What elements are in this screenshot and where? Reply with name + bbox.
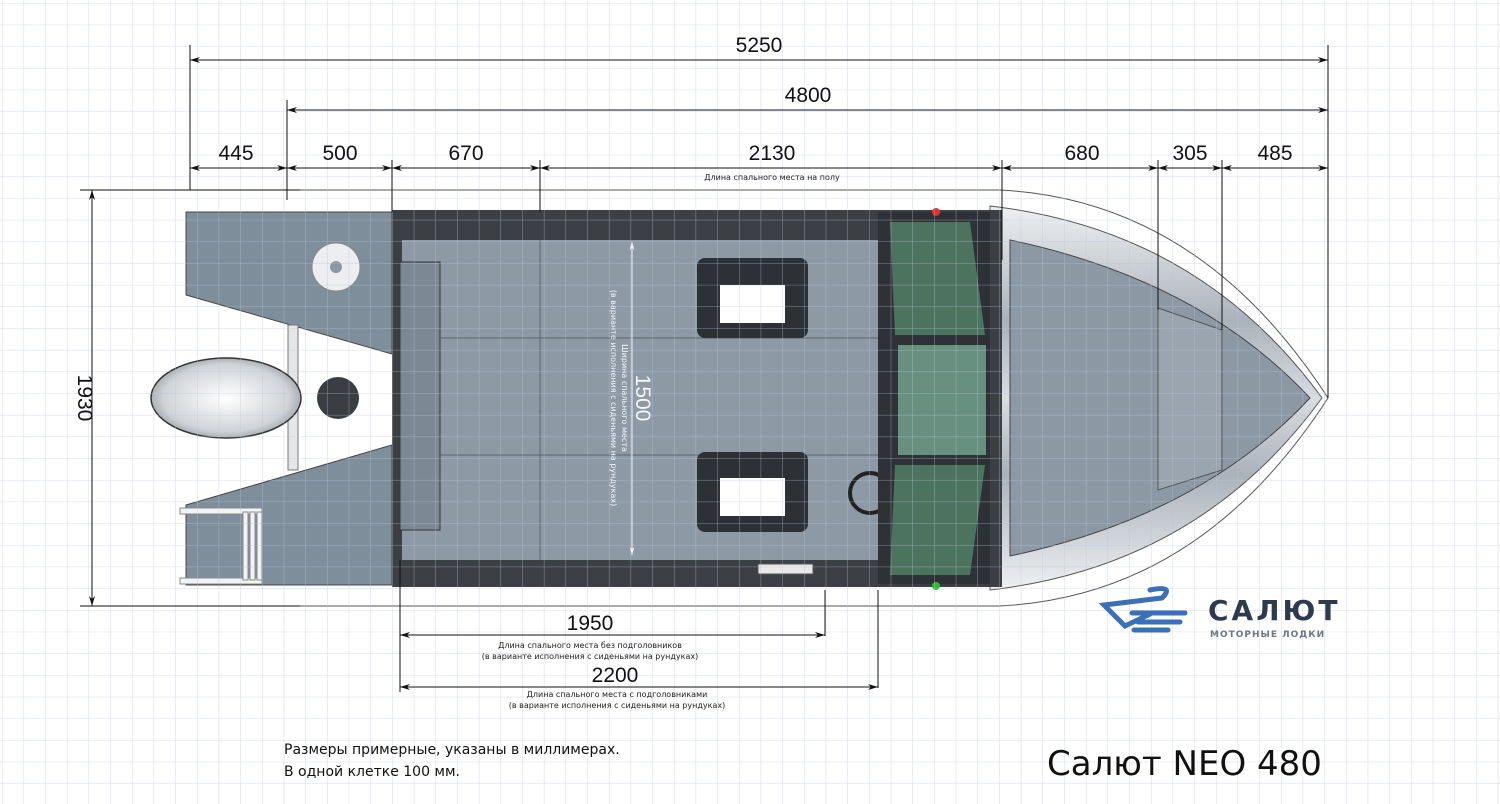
dim-segment: 670 xyxy=(448,142,483,165)
dim-beam: 1930 xyxy=(73,375,96,422)
caption: Длина спального места с подголовниками xyxy=(527,690,708,699)
dim-berth-width: 1500 xyxy=(631,375,654,422)
model-title: Салют NEO 480 xyxy=(1047,744,1322,784)
logo-name: САЛЮТ xyxy=(1208,594,1341,627)
note-line-2: В одной клетке 100 мм. xyxy=(284,764,461,780)
dimension-arrows xyxy=(89,57,1328,690)
dim-berth-with-headrests: 2200 xyxy=(592,664,639,687)
dim-segment: 485 xyxy=(1257,142,1292,165)
caption: (в варианте исполнения с сиденьями на ру… xyxy=(509,701,725,710)
berth-width-caption: (в варианте исполнения с сиденьями на ру… xyxy=(609,290,618,506)
berth-width-caption: Ширина спального места xyxy=(620,344,629,452)
dim-segment: 305 xyxy=(1172,142,1207,165)
dim-segment: 500 xyxy=(322,142,357,165)
dim-segment: 2130 xyxy=(749,142,796,165)
logo-subtitle: МОТОРНЫЕ ЛОДКИ xyxy=(1210,630,1326,640)
logo-mark xyxy=(1098,586,1188,633)
dim-berth-no-headrests: 1950 xyxy=(567,612,614,635)
dim-segment: 680 xyxy=(1064,142,1099,165)
dim-hull-length: 4800 xyxy=(785,84,832,107)
floor-berth-caption: Длина спального места на полу xyxy=(704,173,840,182)
dim-segment: 445 xyxy=(218,142,253,165)
caption: (в варианте исполнения с сиденьями на ру… xyxy=(482,652,698,661)
dim-overall-length: 5250 xyxy=(736,34,783,57)
note-line-1: Размеры примерные, указаны в миллимерах. xyxy=(284,742,620,758)
caption: Длина спального места без подголовников xyxy=(498,641,682,650)
